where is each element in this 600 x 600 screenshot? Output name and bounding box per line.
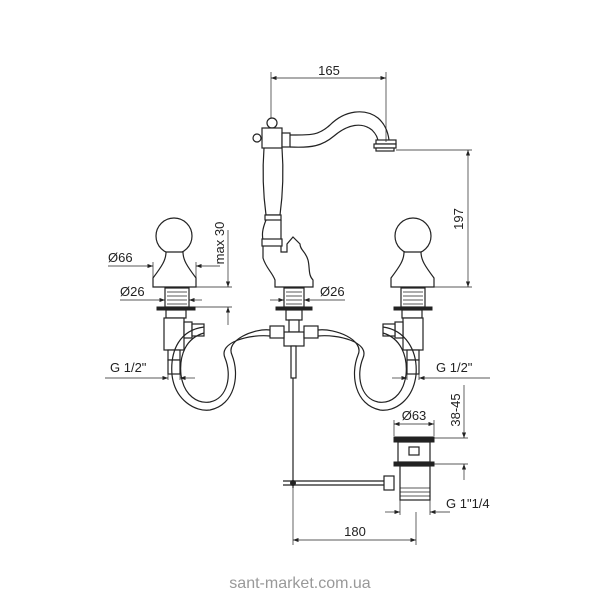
right-handle: [382, 217, 435, 375]
dim-drain-height-range: 38-45: [448, 393, 463, 426]
dim-spout-reach: 165: [318, 63, 340, 78]
hoses: [171, 325, 417, 411]
watermark: sant-market.com.ua: [229, 575, 370, 592]
dim-handle-stem-diameter: Ø26: [120, 284, 145, 299]
dim-handle-diameter: Ø66: [108, 250, 133, 265]
dim-spout-height: 197: [451, 208, 466, 230]
dim-right-inlet-thread: G 1/2": [436, 360, 473, 375]
dim-spout-stem-diameter: Ø26: [320, 284, 345, 299]
left-handle: [152, 217, 205, 375]
dim-drain-offset: 180: [344, 524, 366, 539]
dimension-lines: [105, 72, 490, 545]
dim-left-inlet-thread: G 1/2": [110, 360, 147, 375]
dim-max-deck-thickness: max 30: [212, 222, 227, 265]
pop-up-waste: [283, 345, 435, 501]
dim-drain-thread: G 1"1/4: [446, 496, 490, 511]
spout: [252, 111, 397, 347]
dim-drain-diameter: Ø63: [402, 408, 427, 423]
